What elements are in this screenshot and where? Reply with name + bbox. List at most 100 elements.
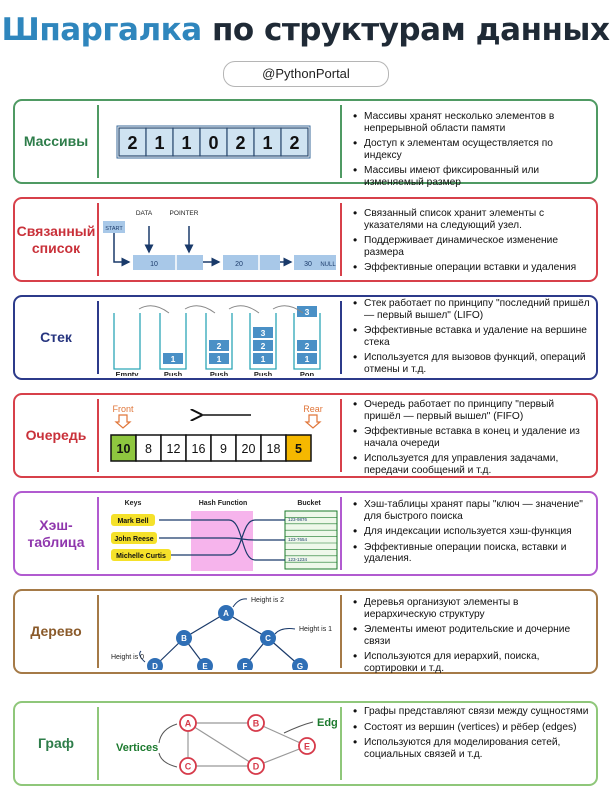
stack-item-value: 1: [305, 354, 310, 364]
page-title: Шпаргалка по структурам данных: [0, 12, 611, 48]
divider: [340, 203, 342, 276]
array-value: 1: [154, 133, 164, 153]
bullet-list: Стек работает по принципу "последний при…: [353, 298, 593, 379]
queue-cell: [210, 434, 237, 462]
height-note: Height is 0: [111, 654, 144, 661]
hash-key-label: Mark Bell: [117, 518, 148, 525]
queue-value: 20: [242, 442, 256, 456]
divider: [97, 595, 99, 668]
rear-arrow: [304, 414, 322, 429]
divider: [97, 707, 99, 780]
bucket-entry: 123-9876: [288, 517, 308, 522]
queue-value: 18: [267, 442, 281, 456]
bucket-entry: 123-1234: [288, 557, 308, 562]
array-cell: [226, 127, 255, 157]
queue-cell: [260, 434, 287, 462]
bullet-item: Состоят из вершин (vertices) и рёбер (ed…: [353, 722, 593, 734]
queue-cell: [285, 434, 312, 462]
tree-node: [260, 630, 276, 646]
stack-caption: Push: [210, 370, 229, 376]
array-value: 0: [208, 133, 218, 153]
start-label: START: [105, 226, 123, 232]
bullet-item: Массивы хранят несколько элементов в неп…: [353, 111, 593, 134]
stack-item-value: 1: [217, 354, 222, 364]
queue-cell: [235, 434, 262, 462]
divider: [97, 203, 99, 276]
pointer-label: POINTER: [170, 210, 199, 217]
hash-key: [111, 549, 171, 561]
tree-node-label: C: [265, 634, 271, 643]
stack-item: [209, 340, 229, 351]
graph-node-label: E: [304, 742, 310, 752]
card-linked-list: Связанный список START DATA POINTER 10 2…: [13, 197, 598, 282]
keys-header: Keys: [125, 500, 142, 507]
tree-node-label: B: [181, 634, 187, 643]
bullet-item: Массивы имеют фиксированный или изменяем…: [353, 165, 593, 188]
popped-value: 3: [305, 307, 310, 317]
graph-node: [179, 714, 197, 732]
bullet-item: Эффективные вставка в конец и удаление и…: [353, 426, 593, 449]
bullet-list: Массивы хранят несколько элементов в неп…: [353, 111, 593, 192]
bucket-header: Bucket: [297, 500, 321, 507]
bullet-item: Связанный список хранит элементы с указа…: [353, 208, 593, 231]
bullet-item: Используются для моделирования сетей, со…: [353, 737, 593, 760]
bullet-item: Эффективные операции вставки и удаления: [353, 262, 593, 274]
array-value: 2: [235, 133, 245, 153]
stack-item-value: 2: [217, 341, 222, 351]
section-label: Граф: [38, 735, 74, 751]
push-arrow: [272, 305, 304, 314]
start-box: [103, 221, 125, 233]
graph-node: [298, 737, 316, 755]
linked-list-illustration: START DATA POINTER 10 20 30 NULL: [101, 201, 338, 278]
divider: [340, 301, 342, 374]
node-value: 20: [235, 261, 243, 268]
bullet-item: Эффективные операции поиска, вставки и у…: [353, 542, 593, 565]
stack-item: [209, 353, 229, 364]
vertices-label: Vertices: [116, 742, 158, 754]
stack-caption: Pop: [300, 370, 315, 376]
node-value: 30: [304, 261, 312, 268]
bullet-item: Доступ к элементам осуществляется по инд…: [353, 138, 593, 161]
section-label: Связанный список: [16, 222, 96, 256]
queue-value: 16: [192, 442, 206, 456]
array-cell: [280, 127, 309, 157]
graph-node: [179, 757, 197, 775]
front-label: Front: [112, 404, 134, 414]
queue-cell: [160, 434, 187, 462]
rear-label: Rear: [303, 404, 323, 414]
stack-item-value: 1: [261, 354, 266, 364]
edge-label: Edge: [317, 717, 338, 729]
stack-container: [159, 313, 187, 370]
push-arrow: [184, 305, 216, 314]
stack-caption: Push: [254, 370, 273, 376]
divider: [97, 399, 99, 472]
stack-caption: Empty: [116, 370, 140, 376]
bullet-item: Используются для иерархий, поиска, сорти…: [353, 651, 593, 674]
stack-item-value: 3: [261, 328, 266, 338]
divider: [340, 595, 342, 668]
bullet-item: Деревья организуют элементы в иерархичес…: [353, 597, 593, 620]
stack-container: [249, 313, 277, 370]
bullet-item: Используется для управления задачами, пе…: [353, 453, 593, 476]
bucket-entry: 123-7654: [288, 537, 308, 542]
bucket-box: [284, 510, 338, 570]
hash-key: [111, 532, 157, 544]
stack-item: [163, 353, 183, 364]
queue-value: 12: [167, 442, 181, 456]
bullet-list: Деревья организуют элементы в иерархичес…: [353, 597, 593, 678]
bullet-item: Элементы имеют родительские и дочерние с…: [353, 624, 593, 647]
push-arrow: [138, 305, 170, 314]
graph-node-label: B: [253, 719, 260, 729]
array-cell: [199, 127, 228, 157]
array-frame: [116, 125, 311, 159]
section-label: Стек: [40, 329, 72, 345]
stack-container: [113, 313, 141, 370]
tree-node-label: D: [152, 662, 158, 670]
stack-item-value: 2: [305, 341, 310, 351]
graph-node-label: C: [185, 762, 192, 772]
